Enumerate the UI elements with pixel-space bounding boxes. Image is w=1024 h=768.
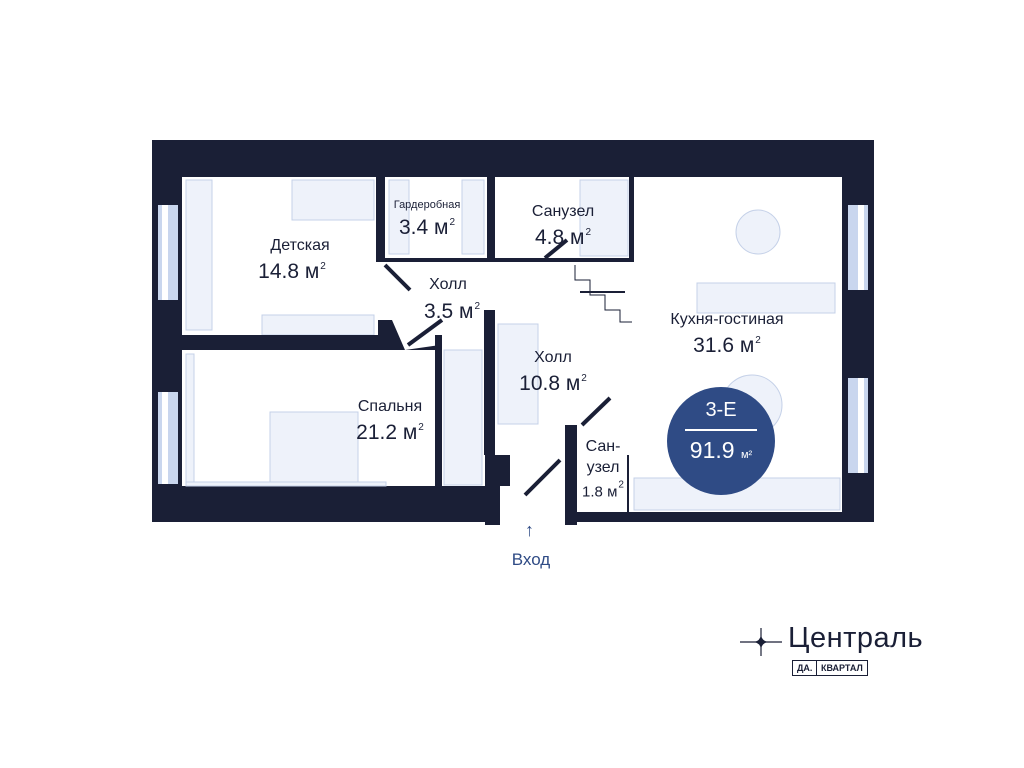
apartment-badge: 3-Е 91.9 м²: [667, 387, 775, 495]
room-name-wc-2: узел: [586, 459, 620, 476]
room-name-bedroom: Спальня: [357, 398, 423, 415]
room-name-hall-main: Холл: [534, 349, 572, 366]
room-area-bathroom: 4.8 м2: [534, 226, 592, 249]
room-name-kids: Детская: [270, 237, 330, 254]
room-name-wc-1: Сан-: [585, 438, 621, 455]
furniture: [185, 179, 841, 511]
logo-tag-kvartal: КВАРТАЛ: [816, 660, 868, 676]
room-area-wc: 1.8 м2: [582, 479, 624, 501]
room-area-wardrobe: 3.4 м2: [398, 216, 456, 239]
room-area-hall-small: 3.5 м2: [423, 300, 481, 323]
room-area-kids: 14.8 м2: [258, 260, 326, 283]
room-name-hall-small: Холл: [429, 276, 467, 293]
apartment-code: 3-Е: [705, 399, 737, 421]
doors: [383, 238, 612, 497]
interior-walls: [182, 177, 634, 486]
logo-name: Централь: [788, 622, 924, 654]
logo-tag-da: ДА.: [792, 660, 818, 676]
entry-label: Вход: [511, 550, 551, 569]
badge-divider: [685, 429, 757, 431]
room-name-bathroom: Санузел: [531, 203, 595, 220]
stairs: [574, 265, 632, 323]
room-area-hall-main: 10.8 м2: [519, 372, 587, 395]
room-name-kitchen-living: Кухня-гостиная: [670, 311, 784, 328]
apartment-total-area: 91.9 м²: [689, 437, 753, 463]
entry-arrow-icon: ↑: [525, 520, 534, 540]
room-name-wardrobe: Гардеробная: [393, 199, 461, 211]
logo-star-icon: [740, 628, 782, 656]
room-area-kitchen-living: 31.6 м2: [693, 334, 761, 357]
room-area-bedroom: 21.2 м2: [356, 421, 424, 444]
